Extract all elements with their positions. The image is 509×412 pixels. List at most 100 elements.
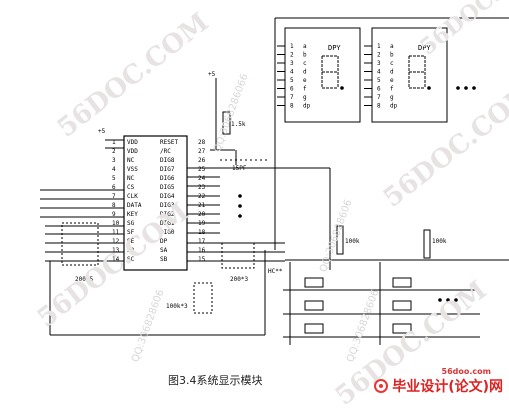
- vcc-left-label: +5: [98, 128, 106, 135]
- display-pin-number: 2: [290, 52, 294, 59]
- display-pin-number: 7: [377, 94, 381, 101]
- figure-caption: 图3.4系统显示模块: [168, 374, 263, 387]
- display-pin-name: b: [303, 52, 307, 59]
- chip-right-pin-number: 24: [198, 175, 206, 182]
- chip-left-pin-number: 13: [112, 247, 120, 254]
- chip-left-pin-label: CS: [127, 184, 135, 191]
- chip-right-pin-label: DIG5: [160, 184, 175, 191]
- display-pin-name: c: [303, 60, 307, 67]
- dot: [464, 86, 468, 90]
- resistor-100k-b: [423, 229, 431, 259]
- chip-body: [123, 135, 188, 271]
- display-2-label: DPY: [418, 44, 431, 52]
- logo-icon: [374, 379, 389, 393]
- display-pin-number: 3: [290, 60, 294, 67]
- display-box-2: [371, 27, 448, 123]
- dot: [238, 204, 242, 208]
- chip-right-pin-number: 26: [198, 157, 206, 164]
- switch-3: [304, 323, 324, 334]
- chip-left-pin-label: VSS: [127, 166, 138, 173]
- chip-right-pin-label: DIG7: [160, 166, 175, 173]
- chip-right-pin-number: 22: [198, 193, 206, 200]
- res-top-label: 1.5k: [231, 121, 246, 128]
- resnet-bottom-box: [193, 282, 213, 314]
- display-pin-number: 8: [290, 103, 294, 110]
- display-pin-name: g: [390, 94, 394, 101]
- chip-right-pin-number: 28: [198, 139, 206, 146]
- chip-left-pin-number: 2: [112, 148, 116, 155]
- chip-left-pin-label: SC: [127, 256, 135, 263]
- logo-text: 毕业设计(论文)网: [392, 379, 503, 395]
- chip-right-pin-number: 19: [198, 220, 206, 227]
- logo-site: 56doo.com: [441, 367, 491, 376]
- display-pin-number: 4: [377, 69, 381, 76]
- chip-right-pin-number: 20: [198, 211, 206, 218]
- chip-right-pin-number: 23: [198, 184, 206, 191]
- switch-5: [392, 300, 412, 311]
- schematic-diagram: VDD1VDD2NC3VSS4NC5CS6CLK7DATA8KEY9SG10SF…: [40, 17, 509, 345]
- display-pin-name: b: [390, 52, 394, 59]
- chip-right-pin-label: DIG6: [160, 175, 175, 182]
- chip-left-pin-label: NC: [127, 157, 135, 164]
- resistor-100k-a: [336, 225, 344, 255]
- res-100k-b-label: 100k: [432, 238, 447, 245]
- site-logo: 毕业设计(论文)网: [374, 376, 503, 396]
- seven-segment-digits: [321, 55, 431, 90]
- chip-right-pin-label: RESET: [160, 139, 178, 146]
- chip-left-pin-number: 14: [112, 256, 120, 263]
- chip-right-pin-label: DIG4: [160, 193, 175, 200]
- chip-left-pin-label: SE: [127, 238, 135, 245]
- dot: [472, 86, 476, 90]
- display-pin-name: e: [303, 77, 307, 84]
- dot: [438, 298, 442, 302]
- resnet-mid-box: [221, 242, 255, 269]
- resnet-mid-label: 200*3: [230, 276, 248, 283]
- component-labels: +5 +5 1.5k 15PF 100k 100k 200*5 200*3 10…: [75, 44, 447, 310]
- switch-4: [392, 277, 412, 288]
- chip-right-pin-label: DIG1: [160, 220, 175, 227]
- display-pin-name: dp: [303, 103, 311, 110]
- display-pin-name: a: [303, 43, 307, 50]
- chip-left-pin-number: 11: [112, 229, 120, 236]
- display-box-1: [284, 27, 361, 123]
- display-pin-number: 6: [377, 86, 381, 93]
- chip-right-pin-label: SA: [160, 247, 168, 254]
- cap-label: 15PF: [232, 165, 247, 172]
- chip-left-pin-label: DATA: [127, 202, 142, 209]
- display-pin-name: e: [390, 77, 394, 84]
- chip-left-pin-number: 7: [112, 193, 116, 200]
- display-pin-number: 1: [290, 43, 294, 50]
- res-100k-a-label: 100k: [345, 238, 360, 245]
- chip-left-pin-number: 5: [112, 175, 116, 182]
- chip-right-pin-number: 17: [198, 238, 206, 245]
- display-pin-number: 4: [290, 69, 294, 76]
- chip-left-pin-label: KEY: [127, 211, 138, 218]
- chip-right-pin-number: 18: [198, 229, 206, 236]
- chip-right-pin-number: 25: [198, 166, 206, 173]
- switch-2: [304, 300, 324, 311]
- display-pin-name: g: [303, 94, 307, 101]
- chip-left-pin-label: SD: [127, 247, 135, 254]
- display-pin-number: 2: [377, 52, 381, 59]
- chip-right-pin-number: 16: [198, 247, 206, 254]
- resnet-bottom-label: 100k*3: [166, 303, 188, 310]
- display-pin-number: 5: [290, 77, 294, 84]
- display-pin-name: c: [390, 60, 394, 67]
- display-pin-name: d: [303, 69, 307, 76]
- display-pin-number: 1: [377, 43, 381, 50]
- chip-left-pin-number: 10: [112, 220, 120, 227]
- chip-left-pin-number: 9: [112, 211, 116, 218]
- dot: [454, 298, 458, 302]
- chip-right-pin-number: 27: [198, 148, 206, 155]
- chip-right-pin-label: DP: [160, 238, 168, 245]
- chip-right-pin-label: DIG8: [160, 157, 175, 164]
- chip-left-pin-label: SG: [127, 220, 135, 227]
- resnet-left-box: [61, 222, 99, 266]
- chip-right-pin-label: DIG2: [160, 211, 175, 218]
- display-pin-number: 5: [377, 77, 381, 84]
- chip-left-pin-number: 12: [112, 238, 120, 245]
- hc-label: HC**: [268, 268, 283, 275]
- chip-right-pin-label: DIG3: [160, 202, 175, 209]
- vcc-top-label: +5: [208, 71, 216, 78]
- chip-right-pin-number: 21: [198, 202, 206, 209]
